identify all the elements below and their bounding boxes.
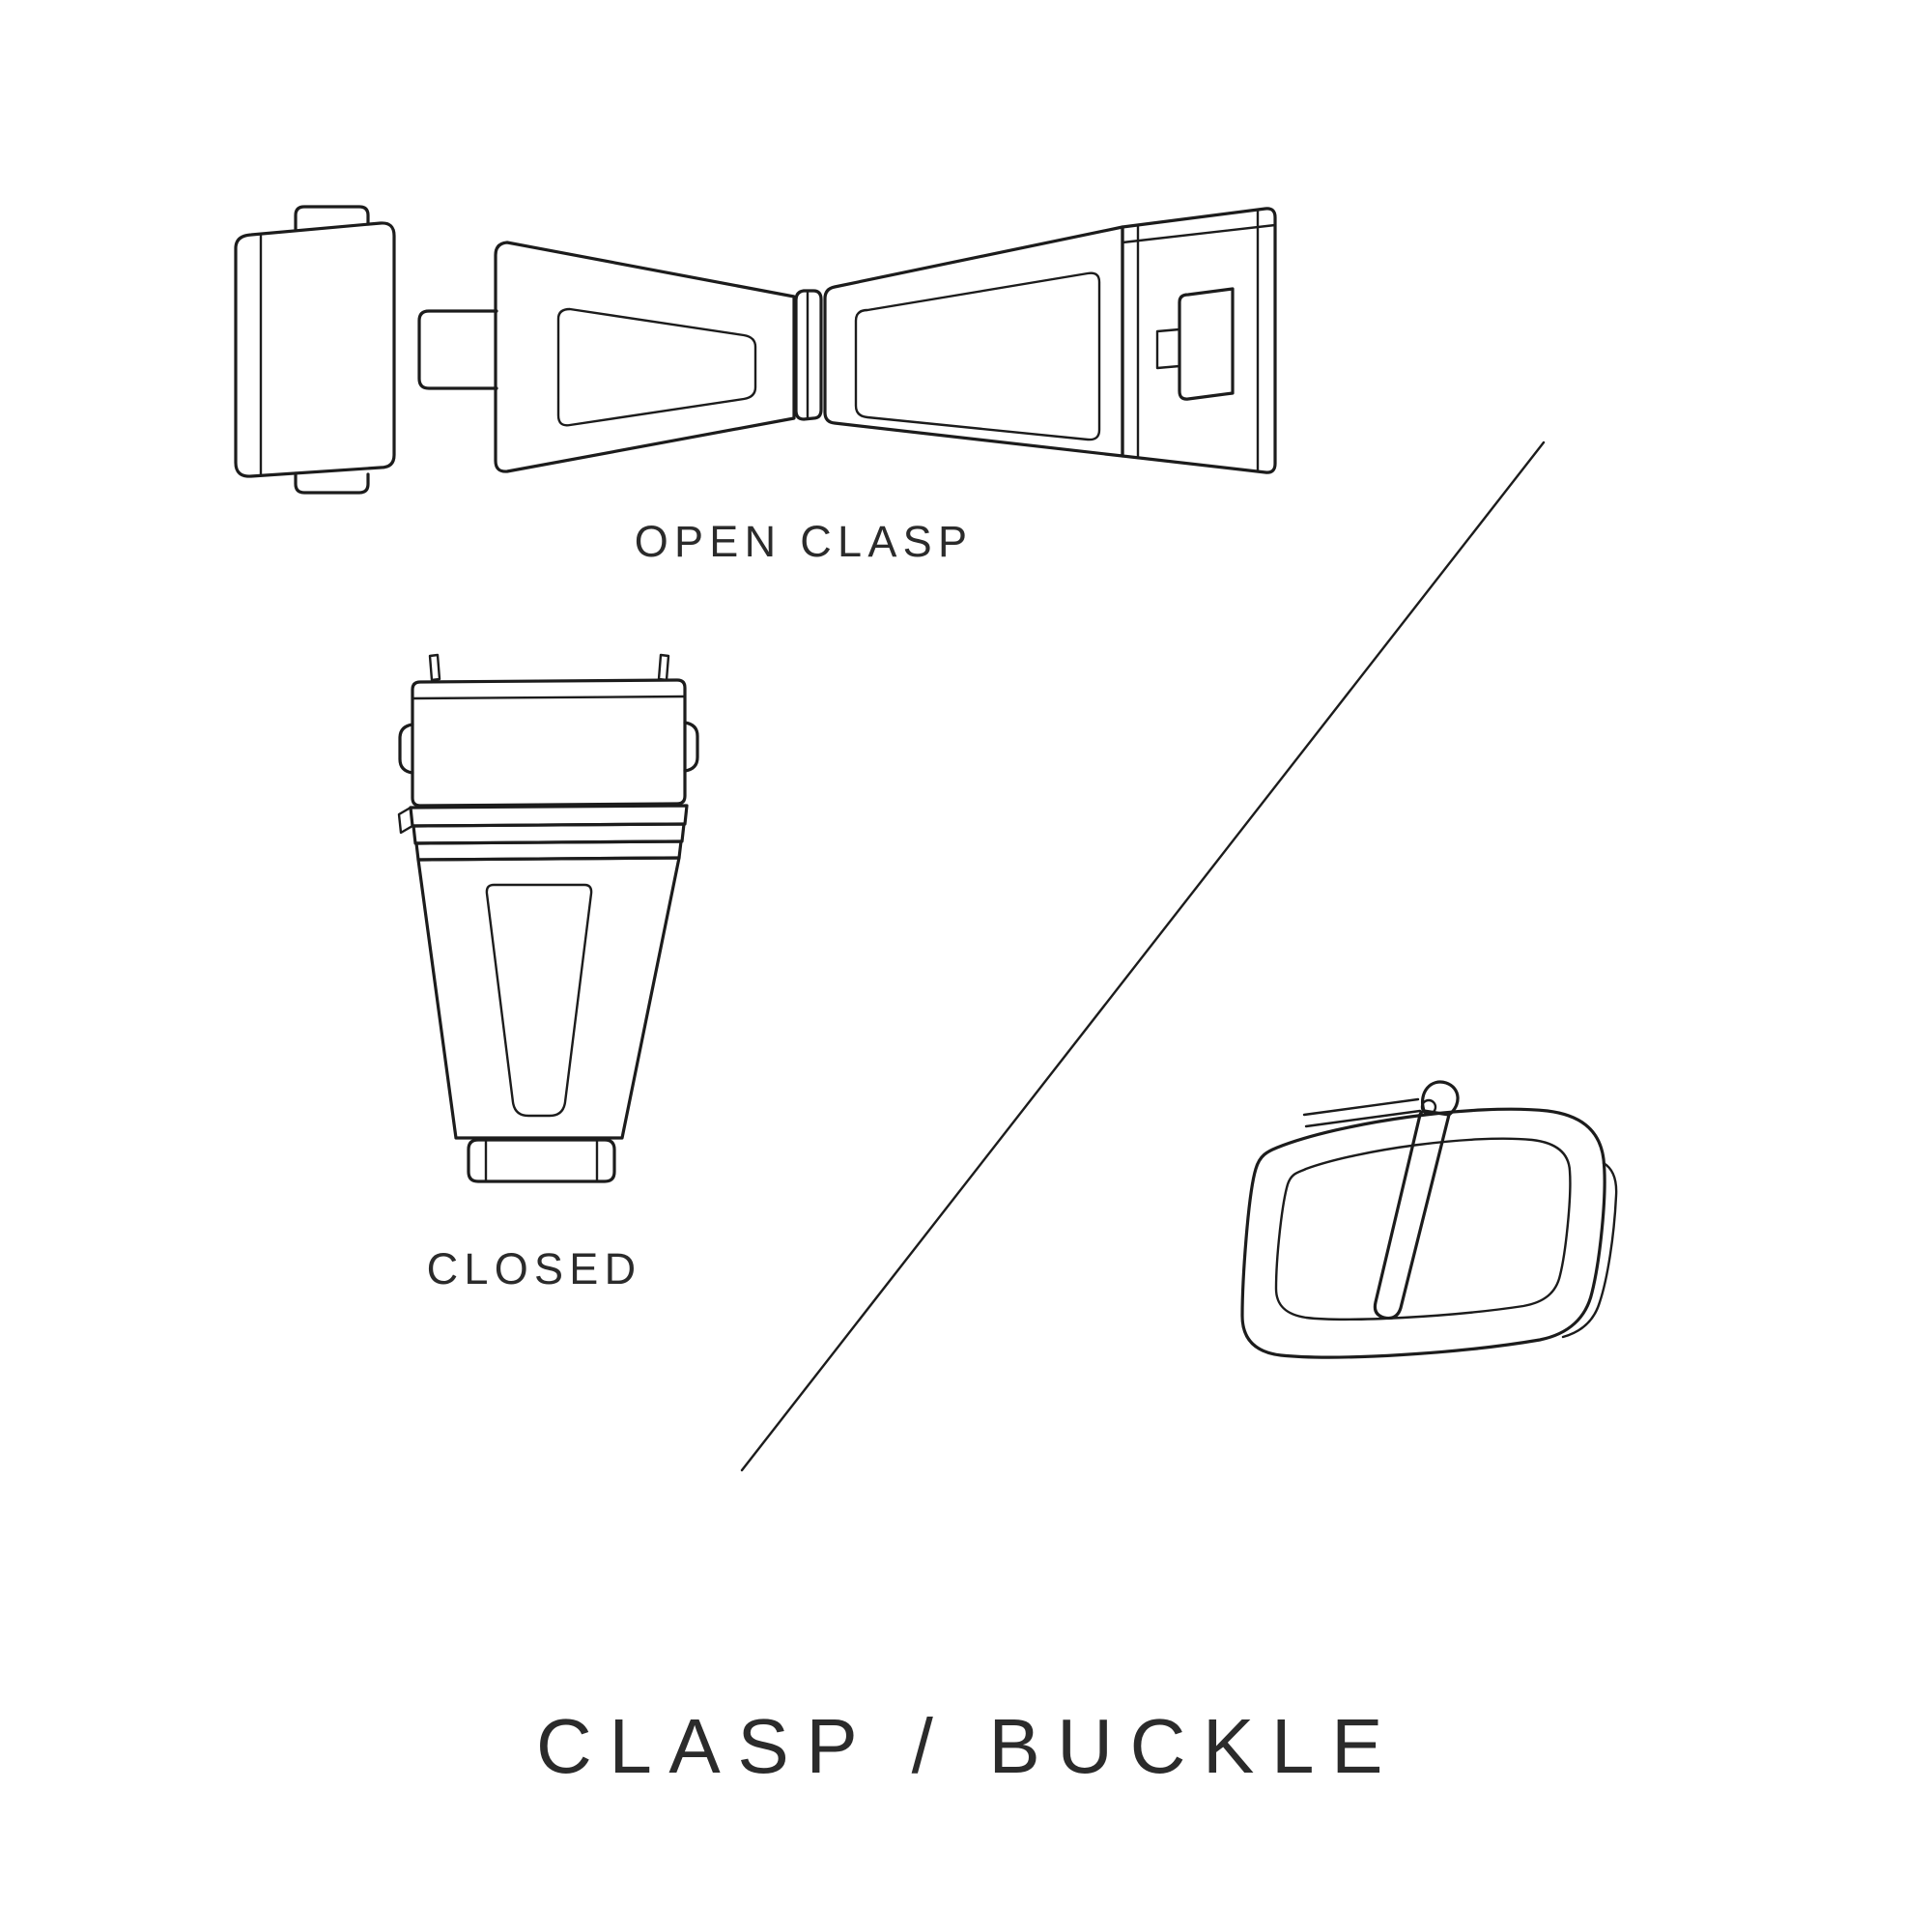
right-blade (823, 225, 1124, 458)
open-clasp-illustration (234, 205, 1277, 495)
buckle-tang (1373, 1080, 1460, 1321)
closed-clasp-illustration (397, 653, 699, 1183)
tang-buckle-illustration (1240, 1080, 1618, 1359)
clasp-body (416, 856, 681, 1140)
center-hinge (794, 289, 823, 421)
diagonal-divider (740, 440, 1546, 1472)
clasp-foot (467, 1138, 616, 1183)
diagram-title: CLASP / BUCKLE (535, 1703, 1401, 1789)
right-end-link (1121, 207, 1277, 474)
buckle-frame (1240, 1107, 1618, 1359)
clasp-hinge-strips (397, 804, 689, 862)
left-blade (417, 241, 796, 473)
closed-label: CLOSED (426, 1244, 642, 1293)
clasp-cover (398, 678, 699, 808)
clasp-prongs (428, 653, 670, 682)
open-clasp-label: OPEN CLASP (634, 517, 974, 566)
left-end-link (234, 205, 396, 495)
